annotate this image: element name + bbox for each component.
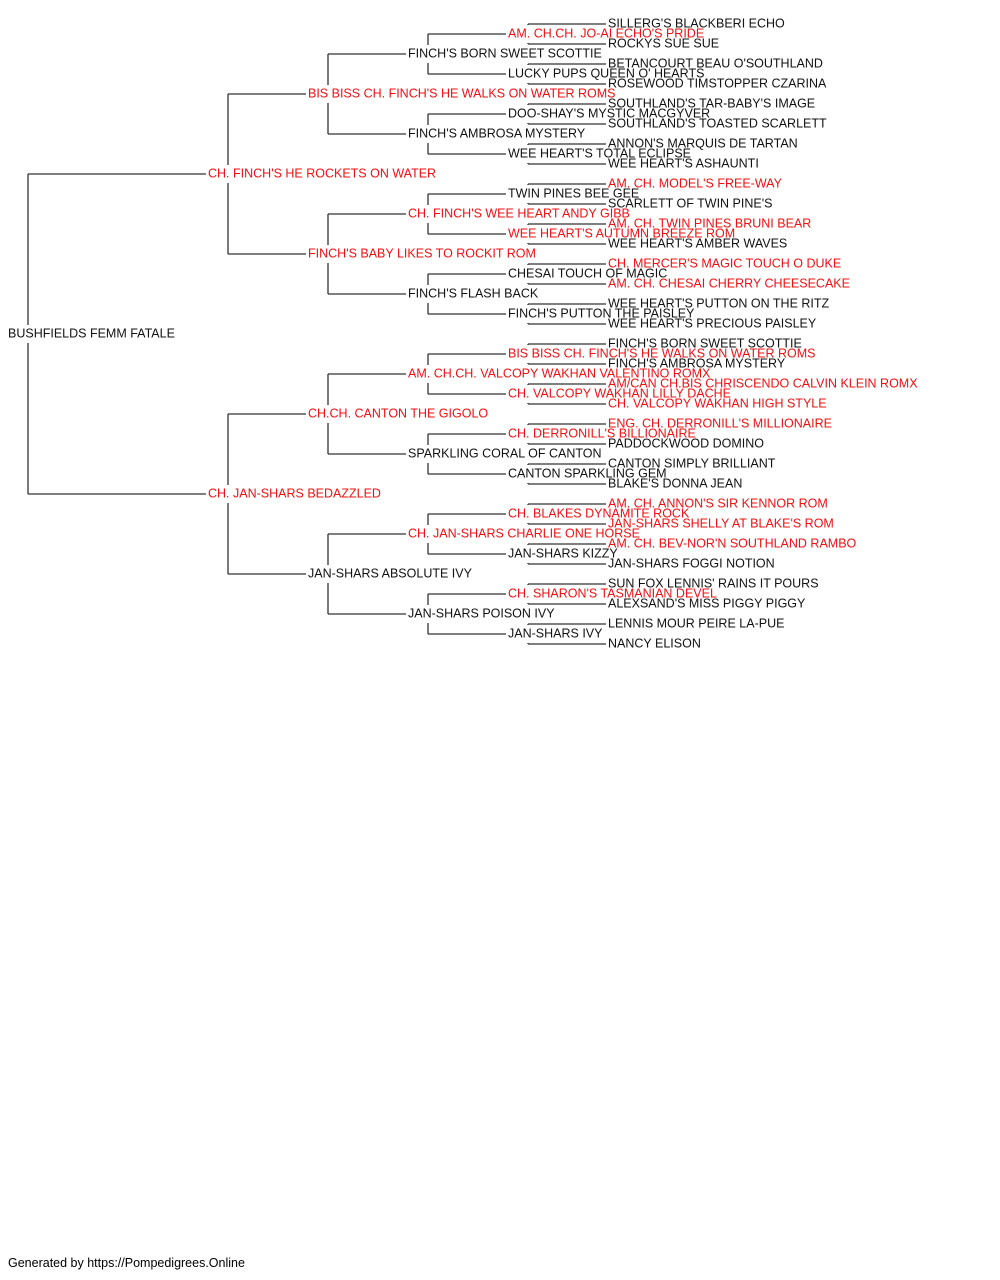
gen5-ancestor-name: JAN-SHARS SHELLY AT BLAKE'S ROM xyxy=(608,516,834,530)
gen2-ancestor-name: FINCH'S BABY LIKES TO ROCKIT ROM xyxy=(308,246,536,260)
gen5-ancestor-name: ROSEWOOD TIMSTOPPER CZARINA xyxy=(608,76,827,90)
gen5-ancestor-name: FINCH'S BORN SWEET SCOTTIE xyxy=(608,336,802,350)
dog-labels: BUSHFIELDS FEMM FATALE CH. FINCH'S HE ROC… xyxy=(8,16,918,650)
gen5-ancestor-name: AM. CH. MODEL'S FREE-WAY xyxy=(608,176,783,190)
gen5-ancestor-name: ROCKYS SUE SUE xyxy=(608,36,719,50)
gen5-ancestor-name: AM. CH. ANNON'S SIR KENNOR ROM xyxy=(608,496,828,510)
gen4-ancestor-name: TWIN PINES BEE GEE xyxy=(508,186,639,200)
generated-by-footer: Generated by https://Pompedigrees.Online xyxy=(8,1256,245,1270)
gen5-ancestor-name: SUN FOX LENNIS' RAINS IT POURS xyxy=(608,576,819,590)
gen3-ancestor-name: FINCH'S BORN SWEET SCOTTIE xyxy=(408,46,602,60)
gen2-ancestor-name: BIS BISS CH. FINCH'S HE WALKS ON WATER R… xyxy=(308,86,616,100)
gen4-ancestor-name: CH. SHARON'S TASMANIAN DEVEL xyxy=(508,586,717,600)
gen4-ancestor-name: FINCH'S PUTTON THE PAISLEY xyxy=(508,306,695,320)
gen3-ancestor-name: FINCH'S AMBROSA MYSTERY xyxy=(408,126,586,140)
gen4-ancestor-name: CH. BLAKES DYNAMITE ROCK xyxy=(508,506,690,520)
gen4-ancestor-name: AM. CH.CH. JO-AI ECHO'S PRIDE xyxy=(508,26,704,40)
gen4-ancestor-name: WEE HEART'S AUTUMN BREEZE ROM xyxy=(508,226,735,240)
gen5-ancestor-name: SOUTHLAND'S TOASTED SCARLETT xyxy=(608,116,827,130)
gen5-ancestor-name: FINCH'S AMBROSA MYSTERY xyxy=(608,356,786,370)
gen3-ancestor-name: SPARKLING CORAL OF CANTON xyxy=(408,446,602,460)
gen5-ancestor-name: BETANCOURT BEAU O'SOUTHLAND xyxy=(608,56,823,70)
gen5-ancestor-name: SOUTHLAND'S TAR-BABY'S IMAGE xyxy=(608,96,815,110)
gen5-ancestor-name: PADDOCKWOOD DOMINO xyxy=(608,436,764,450)
gen4-ancestor-name: JAN-SHARS IVY xyxy=(508,626,603,640)
gen5-ancestor-name: CH. MERCER'S MAGIC TOUCH O DUKE xyxy=(608,256,841,270)
gen3-ancestor-name: AM. CH.CH. VALCOPY WAKHAN VALENTINO ROMX xyxy=(408,366,711,380)
gen5-ancestor-name: ENG. CH. DERRONILL'S MILLIONAIRE xyxy=(608,416,832,430)
gen3-ancestor-name: FINCH'S FLASH BACK xyxy=(408,286,539,300)
gen5-ancestor-name: LENNIS MOUR PEIRE LA-PUE xyxy=(608,616,784,630)
gen5-ancestor-name: SCARLETT OF TWIN PINE'S xyxy=(608,196,772,210)
gen4-ancestor-name: CHESAI TOUCH OF MAGIC xyxy=(508,266,667,280)
gen4-ancestor-name: WEE HEART'S TOTAL ECLIPSE xyxy=(508,146,691,160)
gen5-ancestor-name: AM. CH. CHESAI CHERRY CHEESECAKE xyxy=(608,276,850,290)
gen1-ancestor-name: CH. FINCH'S HE ROCKETS ON WATER xyxy=(208,166,436,180)
gen4-ancestor-name: CANTON SPARKLING GEM xyxy=(508,466,667,480)
gen3-ancestor-name: CH. FINCH'S WEE HEART ANDY GIBB xyxy=(408,206,630,220)
gen5-ancestor-name: AM. CH. TWIN PINES BRUNI BEAR xyxy=(608,216,811,230)
gen2-ancestor-name: JAN-SHARS ABSOLUTE IVY xyxy=(308,566,473,580)
gen4-ancestor-name: BIS BISS CH. FINCH'S HE WALKS ON WATER R… xyxy=(508,346,816,360)
gen5-ancestor-name: AM. CH. BEV-NOR'N SOUTHLAND RAMBO xyxy=(608,536,857,550)
gen4-ancestor-name: CH. DERRONILL'S BILLIONAIRE xyxy=(508,426,696,440)
gen2-ancestor-name: CH.CH. CANTON THE GIGOLO xyxy=(308,406,488,420)
gen5-ancestor-name: SILLERG'S BLACKBERI ECHO xyxy=(608,16,785,30)
gen4-ancestor-name: JAN-SHARS KIZZY xyxy=(508,546,618,560)
gen3-ancestor-name: CH. JAN-SHARS CHARLIE ONE HORSE xyxy=(408,526,640,540)
gen5-ancestor-name: AM/CAN CH.BIS CHRISCENDO CALVIN KLEIN RO… xyxy=(608,376,918,390)
gen4-ancestor-name: CH. VALCOPY WAKHAN LILLY DACHE xyxy=(508,386,731,400)
gen5-ancestor-name: NANCY ELISON xyxy=(608,636,701,650)
gen5-ancestor-name: WEE HEART'S AMBER WAVES xyxy=(608,236,787,250)
gen4-ancestor-name: DOO-SHAY'S MYSTIC MACGYVER xyxy=(508,106,710,120)
gen4-ancestor-name: LUCKY PUPS QUEEN O' HEARTS xyxy=(508,66,704,80)
gen5-ancestor-name: WEE HEART'S PRECIOUS PAISLEY xyxy=(608,316,817,330)
gen1-ancestor-name: CH. JAN-SHARS BEDAZZLED xyxy=(208,486,381,500)
gen5-ancestor-name: WEE HEART'S PUTTON ON THE RITZ xyxy=(608,296,830,310)
gen5-ancestor-name: CANTON SIMPLY BRILLIANT xyxy=(608,456,776,470)
gen5-ancestor-name: ANNON'S MARQUIS DE TARTAN xyxy=(608,136,798,150)
subject-dog-name: BUSHFIELDS FEMM FATALE xyxy=(8,326,175,340)
gen5-ancestor-name: CH. VALCOPY WAKHAN HIGH STYLE xyxy=(608,396,827,410)
gen5-ancestor-name: ALEXSAND'S MISS PIGGY PIGGY xyxy=(608,596,806,610)
gen5-ancestor-name: BLAKE'S DONNA JEAN xyxy=(608,476,742,490)
connector-lines xyxy=(27,23,606,645)
gen5-ancestor-name: WEE HEART'S ASHAUNTI xyxy=(608,156,759,170)
gen5-ancestor-name: JAN-SHARS FOGGI NOTION xyxy=(608,556,775,570)
gen3-ancestor-name: JAN-SHARS POISON IVY xyxy=(408,606,555,620)
